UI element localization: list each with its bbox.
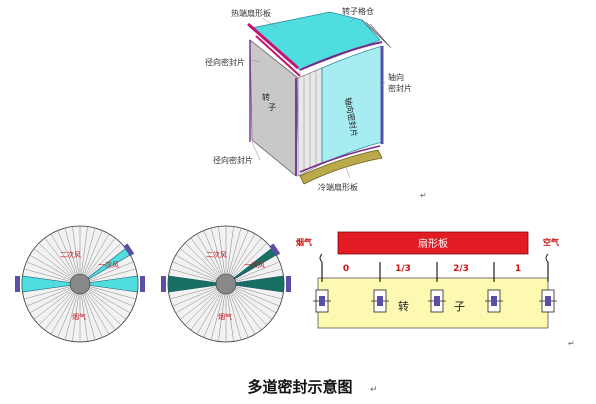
middle-circle-seal-block-right	[286, 276, 291, 292]
strip-seal-fill-3	[491, 296, 497, 306]
strip-label-air: 空气	[543, 237, 559, 247]
sector-plate-label: 扇形板	[418, 237, 448, 250]
return-mark-3: ↵	[370, 385, 378, 395]
left-circle-seal-block-left	[15, 276, 20, 292]
strip-seal-fill-2	[434, 296, 440, 306]
middle-circle-label-primary-air: 一次风	[244, 260, 265, 269]
middle-circle-sector-right	[225, 275, 285, 293]
return-mark: ↵	[420, 191, 427, 200]
strip-mark-2: 2/3	[453, 264, 469, 274]
hot-end-edge	[247, 22, 299, 70]
rotor-char-2: 子	[454, 300, 465, 313]
strip-mark-1: 1/3	[395, 264, 411, 274]
cold-end-sector-plate	[299, 149, 383, 185]
label-radial-seal-bottom: 径向密封片	[213, 155, 253, 165]
middle-circle-hub	[215, 273, 237, 295]
left-circle-hub	[69, 273, 91, 295]
label-radial-seal-top: 径向密封片	[205, 57, 245, 67]
left-circle-seal-block-right	[140, 276, 145, 292]
label-hot-end-sector-plate: 热端扇形板	[231, 8, 271, 18]
sector-plate-bar	[337, 231, 529, 255]
middle-circle-sector-left	[167, 275, 227, 293]
return-mark-2: ↵	[568, 339, 575, 348]
left-circle-label-primary-air: 一次风	[98, 260, 119, 269]
left-circle-sector-right	[79, 275, 139, 293]
label-axial-seal-right-2: 密封片	[388, 83, 412, 93]
middle-circle-seal-block-left	[161, 276, 166, 292]
hot-end-edge-2	[255, 35, 301, 77]
strip-mark-3: 1	[515, 264, 521, 274]
left-circle-seal-block-top	[123, 243, 135, 257]
middle-circle-label-flue-gas: 烟气	[218, 312, 232, 321]
label-rotor-char1: 转	[262, 92, 270, 102]
label-axial-seal-right: 轴向	[388, 72, 404, 82]
strip-seal-fill-0	[319, 296, 325, 306]
middle-circle-label-secondary-air: 二次风	[206, 250, 227, 259]
rotor-3d-figure: 热端扇形板 转子格仓 径向密封片 转 子 轴向 密封片 轴向密封片 径向密封片 …	[205, 6, 427, 200]
figure-caption: 多道密封示意图	[247, 378, 352, 396]
seal-strip-figure: 烟气 空气 扇形板 0 1/3 2/3 1 转 子 ↵	[296, 231, 575, 348]
rotor-char-1: 转	[398, 299, 409, 313]
left-circle-label-flue-gas: 烟气	[72, 312, 86, 321]
strip-seal-fill-1	[377, 296, 383, 306]
label-rotor-grid: 转子格仓	[342, 6, 374, 16]
top-arc-rim	[299, 41, 383, 71]
strip-label-flue-gas: 烟气	[296, 237, 312, 247]
left-circle-sector-left	[21, 275, 81, 293]
label-cold-end-sector-plate: 冷端扇形板	[318, 182, 358, 192]
label-rotor-char2: 子	[268, 103, 276, 112]
left-circle-label-secondary-air: 二次风	[60, 250, 81, 259]
middle-circle-seal-block-top	[269, 243, 281, 257]
strip-seal-fill-4	[545, 296, 551, 306]
strip-mark-0: 0	[343, 264, 349, 274]
